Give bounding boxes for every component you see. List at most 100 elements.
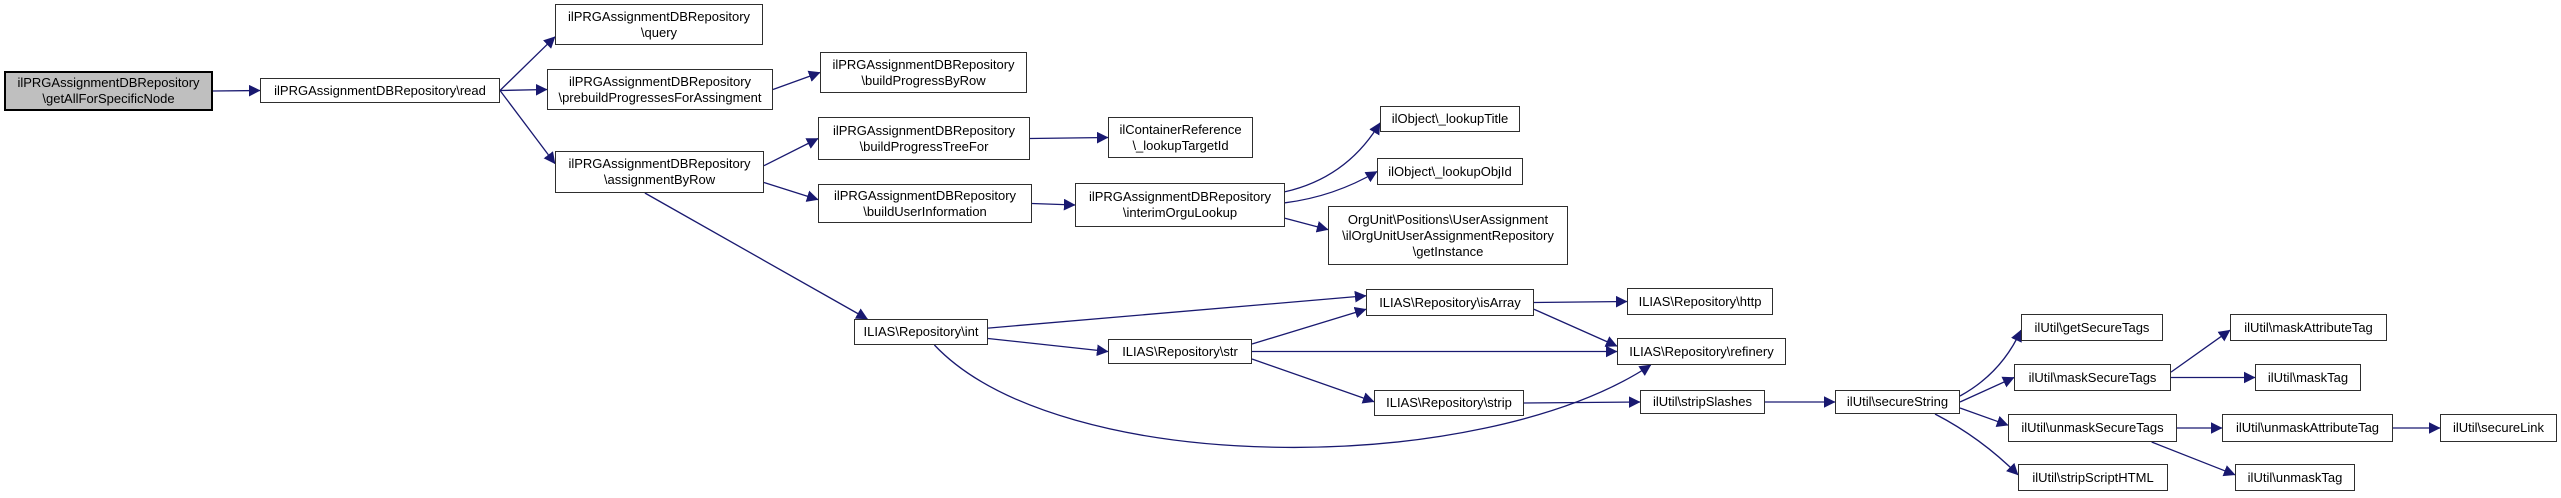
graph-node-mask-attribute-tag[interactable]: ilUtil\maskAttributeTag (2230, 314, 2387, 341)
call-edge-prebuild-progresses--build-progress-by-row (772, 70, 821, 91)
graph-node-label: ilPRGAssignmentDBRepository (832, 122, 1016, 138)
graph-node-label: OrgUnit\Positions\UserAssignment (1347, 211, 1549, 227)
graph-node-label: \buildProgressTreeFor (859, 138, 989, 154)
call-edge-read--prebuild-progresses (499, 83, 548, 96)
graph-node-label: ilUtil\getSecureTags (2034, 319, 2150, 335)
graph-node-label: ilUtil\unmaskAttributeTag (2235, 420, 2380, 435)
graph-node-get-instance[interactable]: OrgUnit\Positions\UserAssignment\ilOrgUn… (1328, 206, 1568, 265)
graph-node-label: ilPRGAssignmentDBRepository (832, 56, 1015, 72)
call-edge-secure-string--get-secure-tags (1959, 329, 2022, 397)
call-edge-mask-secure-tags--mask-attribute-tag (2170, 329, 2231, 373)
graph-node-is-array[interactable]: ILIAS\Repository\isArray (1366, 289, 1534, 316)
graph-node-label: ilPRGAssignmentDBRepository (567, 8, 751, 24)
call-edge-build-progress-tree-for--lookup-target-id (1029, 131, 1109, 144)
graph-node-label: ILIAS\Repository\str (1122, 343, 1238, 359)
graph-node-label: ilUtil\secureString (1846, 394, 1949, 409)
graph-node-label: ilUtil\maskTag (2267, 369, 2349, 385)
graph-node-label: ilPRGAssignmentDBRepository (568, 156, 751, 171)
call-edge-str--strip (1251, 358, 1375, 404)
graph-node-secure-link[interactable]: ilUtil\secureLink (2440, 414, 2557, 442)
graph-node-mask-secure-tags[interactable]: ilUtil\maskSecureTags (2014, 364, 2171, 391)
call-edge-secure-string--mask-secure-tags (1959, 376, 2015, 403)
graph-node-label: ilPRGAssignmentDBRepository (833, 187, 1017, 203)
graph-node-strip[interactable]: ILIAS\Repository\strip (1374, 390, 1524, 416)
call-edge-secure-string--unmask-secure-tags (1959, 407, 2009, 427)
graph-node-label: \_lookupTargetId (1132, 137, 1229, 153)
graph-node-build-progress-tree-for[interactable]: ilPRGAssignmentDBRepository\buildProgres… (818, 117, 1030, 160)
call-edge-interim-orgu-lookup--lookup-obj-id (1284, 170, 1378, 204)
call-edge-unmask-secure-tags--unmask-tag (2151, 441, 2236, 477)
graph-node-strip-script-html[interactable]: ilUtil\stripScriptHTML (2018, 464, 2168, 491)
call-edge-get-all-for-specific-node--read (212, 84, 261, 97)
graph-node-label: ILIAS\Repository\refinery (1629, 343, 1774, 359)
graph-node-label: \getAllForSpecificNode (42, 91, 175, 106)
graph-node-label: \getInstance (1412, 243, 1484, 259)
graph-node-build-user-information[interactable]: ilPRGAssignmentDBRepository\buildUserInf… (818, 184, 1032, 223)
call-edge-is-array--refinery (1533, 308, 1618, 347)
call-edge-int--is-array (987, 290, 1367, 329)
graph-node-unmask-tag[interactable]: ilUtil\unmaskTag (2235, 464, 2355, 491)
graph-node-int[interactable]: ILIAS\Repository\int (854, 319, 988, 345)
call-edge-str--is-array (1251, 306, 1367, 345)
graph-node-label: ILIAS\Repository\int (863, 324, 979, 339)
graph-node-label: ilUtil\unmaskSecureTags (2021, 420, 2164, 435)
graph-node-refinery[interactable]: ILIAS\Repository\refinery (1617, 338, 1786, 365)
graph-node-label: ilObject\_lookupObjId (1388, 163, 1512, 179)
graph-node-label: ilUtil\maskSecureTags (2028, 369, 2157, 385)
graph-node-strip-slashes[interactable]: ilUtil\stripSlashes (1640, 390, 1765, 414)
graph-node-label: ilPRGAssignmentDBRepository\read (274, 82, 486, 98)
graph-node-label: \query (640, 24, 678, 40)
graph-node-prebuild-progresses[interactable]: ilPRGAssignmentDBRepository\prebuildProg… (547, 69, 773, 110)
graph-node-label: ilUtil\stripScriptHTML (2032, 469, 2154, 485)
graph-node-label: \buildUserInformation (863, 203, 987, 219)
graph-node-label: \ilOrgUnitUserAssignmentRepository (1342, 227, 1554, 243)
graph-node-secure-string[interactable]: ilUtil\secureString (1835, 390, 1960, 414)
graph-node-label: \buildProgressByRow (861, 72, 986, 88)
call-edge-build-user-information--interim-orgu-lookup (1031, 198, 1076, 211)
graph-node-label: ilPRGAssignmentDBRepository (1088, 189, 1272, 204)
graph-node-query[interactable]: ilPRGAssignmentDBRepository\query (555, 4, 763, 45)
call-edge-int--str (987, 337, 1109, 357)
call-edge-assignment-by-row--build-progress-tree-for (763, 137, 819, 167)
call-edge-assignment-by-row--int (644, 192, 868, 320)
graph-node-label: ilPRGAssignmentDBRepository (17, 75, 200, 90)
graph-node-build-progress-by-row[interactable]: ilPRGAssignmentDBRepository\buildProgres… (820, 52, 1027, 93)
call-edge-secure-string--strip-script-html (1934, 413, 2019, 476)
graph-node-http[interactable]: ILIAS\Repository\http (1627, 288, 1773, 315)
graph-node-label: ilContainerReference (1119, 121, 1242, 137)
call-edge-strip--strip-slashes (1523, 396, 1641, 408)
graph-node-label: ilUtil\maskAttributeTag (2244, 319, 2373, 335)
graph-node-label: ilUtil\unmaskTag (2247, 469, 2343, 485)
call-edge-interim-orgu-lookup--lookup-title (1284, 122, 1381, 193)
graph-node-label: ilUtil\stripSlashes (1653, 394, 1752, 409)
graph-node-read[interactable]: ilPRGAssignmentDBRepository\read (260, 78, 500, 103)
call-edge-int--refinery (933, 344, 1652, 449)
graph-node-label: \interimOrguLookup (1122, 205, 1238, 220)
graph-node-str[interactable]: ILIAS\Repository\str (1108, 339, 1252, 364)
graph-node-label: ilUtil\secureLink (2452, 420, 2545, 435)
graph-node-lookup-obj-id[interactable]: ilObject\_lookupObjId (1377, 158, 1523, 185)
graph-node-interim-orgu-lookup[interactable]: ilPRGAssignmentDBRepository\interimOrguL… (1075, 183, 1285, 227)
graph-node-lookup-title[interactable]: ilObject\_lookupTitle (1380, 106, 1520, 132)
graph-node-lookup-target-id[interactable]: ilContainerReference\_lookupTargetId (1108, 117, 1253, 158)
graph-node-label: ILIAS\Repository\strip (1386, 395, 1512, 410)
call-edge-read--query (499, 36, 556, 91)
call-edge-read--assignment-by-row (499, 90, 556, 165)
graph-node-label: \prebuildProgressesForAssingment (558, 89, 762, 105)
graph-node-unmask-attribute-tag[interactable]: ilUtil\unmaskAttributeTag (2222, 414, 2393, 442)
graph-node-unmask-secure-tags[interactable]: ilUtil\unmaskSecureTags (2008, 414, 2177, 442)
edge-group (212, 36, 2441, 477)
graph-node-label: ilObject\_lookupTitle (1391, 111, 1509, 126)
graph-node-label: ILIAS\Repository\http (1638, 293, 1762, 309)
graph-node-assignment-by-row[interactable]: ilPRGAssignmentDBRepository\assignmentBy… (555, 151, 764, 193)
graph-node-get-secure-tags[interactable]: ilUtil\getSecureTags (2021, 314, 2163, 341)
graph-node-label: ilPRGAssignmentDBRepository (568, 73, 752, 89)
graph-node-label: ILIAS\Repository\isArray (1379, 294, 1521, 310)
graph-node-mask-tag[interactable]: ilUtil\maskTag (2255, 364, 2361, 391)
call-edge-interim-orgu-lookup--get-instance (1284, 217, 1329, 233)
call-edge-assignment-by-row--build-user-information (763, 181, 819, 202)
graph-node-get-all-for-specific-node[interactable]: ilPRGAssignmentDBRepository\getAllForSpe… (4, 71, 213, 111)
graph-node-label: \assignmentByRow (603, 172, 716, 187)
